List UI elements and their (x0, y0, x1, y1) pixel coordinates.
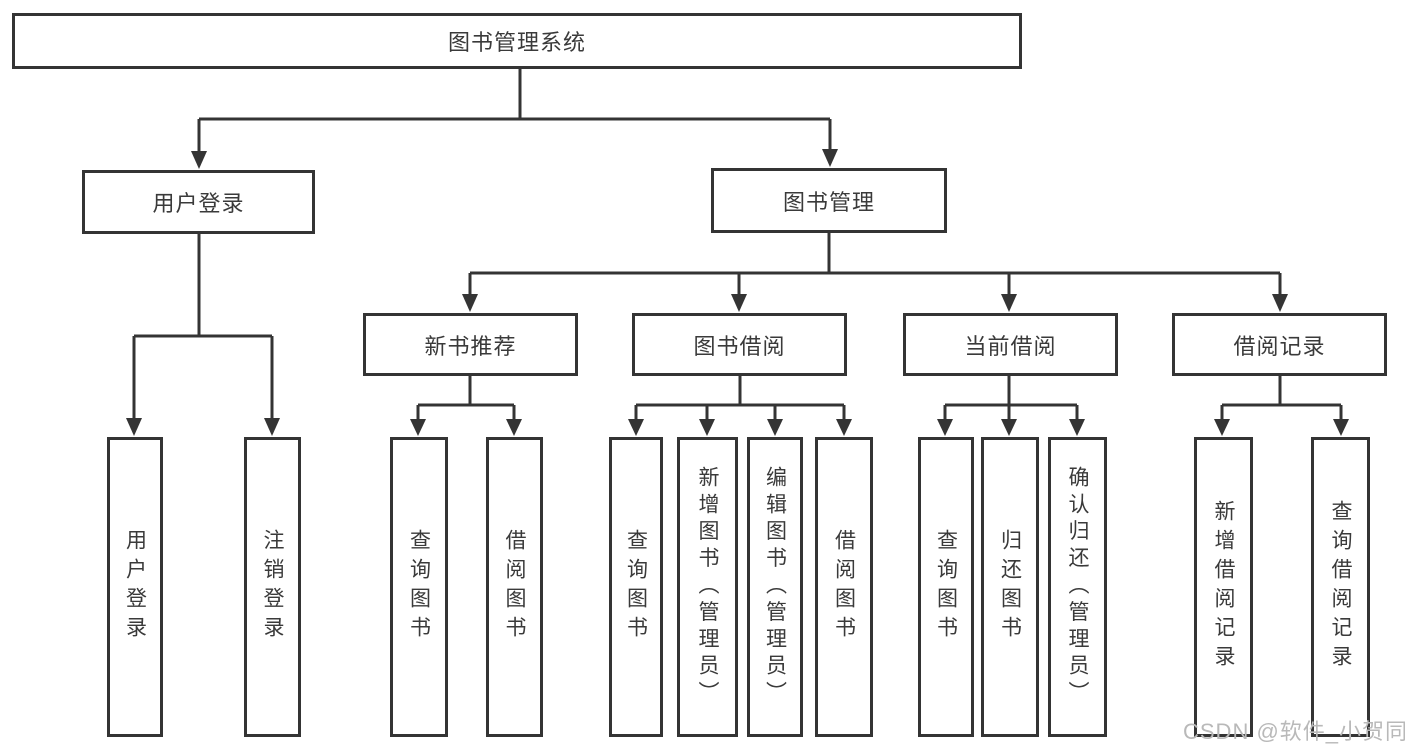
csdn-watermark: CSDN @软件_小贺同学 (1183, 719, 1405, 744)
node-label: 图书管理 (782, 189, 875, 215)
arrowheads (126, 149, 1349, 436)
node-label: 查询借阅记录 (1329, 500, 1352, 674)
leaf-return-book: 归还图书 (981, 437, 1039, 737)
leaf-borrow-book: 借阅图书 (815, 437, 873, 737)
node-label: 查询图书 (624, 529, 648, 645)
node-current-borrow: 当前借阅 (903, 313, 1118, 376)
leaf-edit-book-admin: 编辑图书（管理员） (747, 437, 803, 737)
node-label: 新书推荐 (424, 333, 517, 359)
leaf-add-borrow-record: 新增借阅记录 (1194, 437, 1253, 737)
node-book-borrow: 图书借阅 (632, 313, 847, 376)
leaf-add-book-admin: 新增图书（管理员） (677, 437, 738, 737)
node-label: 查询图书 (934, 529, 958, 645)
node-label: 新增图书（管理员） (696, 466, 719, 708)
node-label: 借阅图书 (503, 529, 526, 645)
node-label: 图书借阅 (693, 333, 786, 359)
node-system-root: 图书管理系统 (12, 13, 1022, 69)
node-label: 借阅记录 (1233, 333, 1326, 359)
leaf-recommend-query-book: 查询图书 (390, 437, 448, 737)
leaf-borrow-query-book: 查询图书 (609, 437, 663, 737)
leaf-current-query-book: 查询图书 (918, 437, 974, 737)
leaf-query-borrow-record: 查询借阅记录 (1311, 437, 1370, 737)
node-borrow-records: 借阅记录 (1172, 313, 1387, 376)
connector-lines (132, 68, 1343, 421)
node-label: 用户登录 (123, 529, 147, 645)
node-label: 图书管理系统 (447, 30, 586, 55)
node-label: 新增借阅记录 (1212, 500, 1235, 674)
leaf-logout: 注销登录 (244, 437, 301, 737)
leaf-confirm-return-admin: 确认归还（管理员） (1048, 437, 1107, 737)
leaf-recommend-borrow-book: 借阅图书 (486, 437, 543, 737)
node-new-book-recommend: 新书推荐 (363, 313, 578, 376)
node-label: 查询图书 (407, 529, 431, 645)
node-book-management-branch: 图书管理 (711, 168, 947, 233)
node-label: 归还图书 (998, 529, 1022, 645)
node-label: 注销登录 (261, 529, 284, 645)
node-label: 用户登录 (152, 191, 245, 216)
node-label: 当前借阅 (964, 333, 1057, 359)
leaf-user-login: 用户登录 (107, 437, 163, 737)
node-label: 借阅图书 (832, 529, 856, 645)
node-user-login-branch: 用户登录 (82, 170, 315, 234)
node-label: 编辑图书（管理员） (763, 466, 787, 708)
node-label: 确认归还（管理员） (1066, 466, 1089, 708)
